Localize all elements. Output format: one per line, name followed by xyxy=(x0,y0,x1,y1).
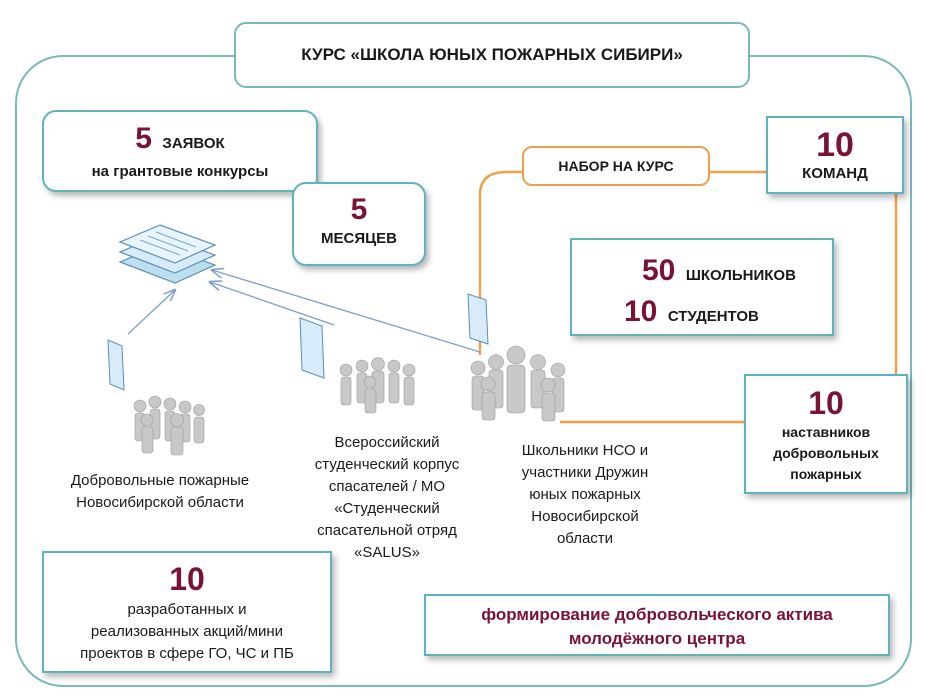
teams-box: 10 КОМАНД xyxy=(766,116,904,194)
recruitment-box: НАБОР НА КУРС xyxy=(522,146,710,186)
months-label: МЕСЯЦЕВ xyxy=(321,230,397,247)
arrow-volunteers xyxy=(127,290,175,335)
mentors-line2: добровольных xyxy=(773,445,879,461)
projects-number: 10 xyxy=(169,561,205,597)
recruitment-connector xyxy=(478,170,522,355)
applications-box: 5 ЗАЯВОК на грантовые конкурсы xyxy=(42,110,318,192)
corps-line2: студенческий корпус xyxy=(314,456,460,473)
schoolchildren-caption: Школьники НСО и участники Дружин юных по… xyxy=(500,440,670,550)
people-group-icon-corps xyxy=(339,357,416,414)
mentors-number: 10 xyxy=(808,385,844,421)
goal-line1: формирование добровольческого актива xyxy=(481,605,833,624)
mentors-line1: наставников xyxy=(781,424,871,440)
goal-line2: молодёжного центра xyxy=(568,629,746,648)
teams-label: КОМАНД xyxy=(802,165,868,182)
people-group-icon-volunteers xyxy=(133,395,205,456)
people-group-icon-schoolchildren xyxy=(470,345,566,422)
course-title-box: КУРС «ШКОЛА ЮНЫХ ПОЖАРНЫХ СИБИРИ» xyxy=(234,22,750,88)
schoolchildren-number: 50 xyxy=(642,254,676,287)
schoolchildren-line1: Школьники НСО и xyxy=(521,442,649,459)
document-icon-corps xyxy=(299,317,325,379)
corps-line3: спасателей / МО xyxy=(328,478,446,495)
document-icon-schoolchildren xyxy=(467,293,489,345)
schoolchildren-line2: участники Дружин xyxy=(521,464,649,481)
schoolchildren-line3: юных пожарных xyxy=(529,486,641,503)
projects-line1: разработанных и xyxy=(127,601,247,618)
volunteers-line2: Новосибирской области xyxy=(76,494,244,511)
recruitment-label: НАБОР НА КУРС xyxy=(558,158,674,174)
applications-sub: на грантовые конкурсы xyxy=(91,163,269,180)
goal-box: формирование добровольческого актива мол… xyxy=(424,594,890,656)
corps-line6: «SALUS» xyxy=(354,544,420,561)
months-number: 5 xyxy=(350,193,368,226)
arrow-corps xyxy=(210,282,335,326)
schoolchildren-line4: Новосибирской xyxy=(531,508,639,525)
corps-line1: Всероссийский xyxy=(334,434,440,451)
corps-line4: «Студенческий xyxy=(334,500,440,517)
volunteers-line1: Добровольные пожарные xyxy=(70,472,250,489)
mentors-box: 10 наставников добровольных пожарных xyxy=(744,374,908,494)
students-label: СТУДЕНТОВ xyxy=(667,308,759,325)
course-title: КУРС «ШКОЛА ЮНЫХ ПОЖАРНЫХ СИБИРИ» xyxy=(301,45,683,64)
corps-line5: спасательной отряд xyxy=(317,522,457,539)
projects-line2: реализованных акций/мини xyxy=(90,623,284,640)
corps-caption: Всероссийский студенческий корпус спасат… xyxy=(292,432,482,564)
projects-box: 10 разработанных и реализованных акций/м… xyxy=(42,551,332,673)
volunteers-caption: Добровольные пожарные Новосибирской обла… xyxy=(40,470,280,514)
teams-number: 10 xyxy=(816,126,854,164)
applications-label: ЗАЯВОК xyxy=(162,135,225,152)
applications-number: 5 xyxy=(135,122,152,155)
document-stack-icon xyxy=(118,224,217,284)
schoolchildren-label: ШКОЛЬНИКОВ xyxy=(685,267,796,284)
students-number: 10 xyxy=(624,295,658,328)
participants-box: 50 ШКОЛЬНИКОВ 10 СТУДЕНТОВ xyxy=(570,238,834,336)
mentors-line3: пожарных xyxy=(790,466,862,482)
projects-line3: проектов в сфере ГО, ЧС и ПБ xyxy=(80,645,294,662)
months-box: 5 МЕСЯЦЕВ xyxy=(292,182,426,266)
arrow-schoolchildren xyxy=(212,270,481,353)
document-icon-volunteers xyxy=(107,339,125,391)
schoolchildren-line5: области xyxy=(556,530,614,547)
